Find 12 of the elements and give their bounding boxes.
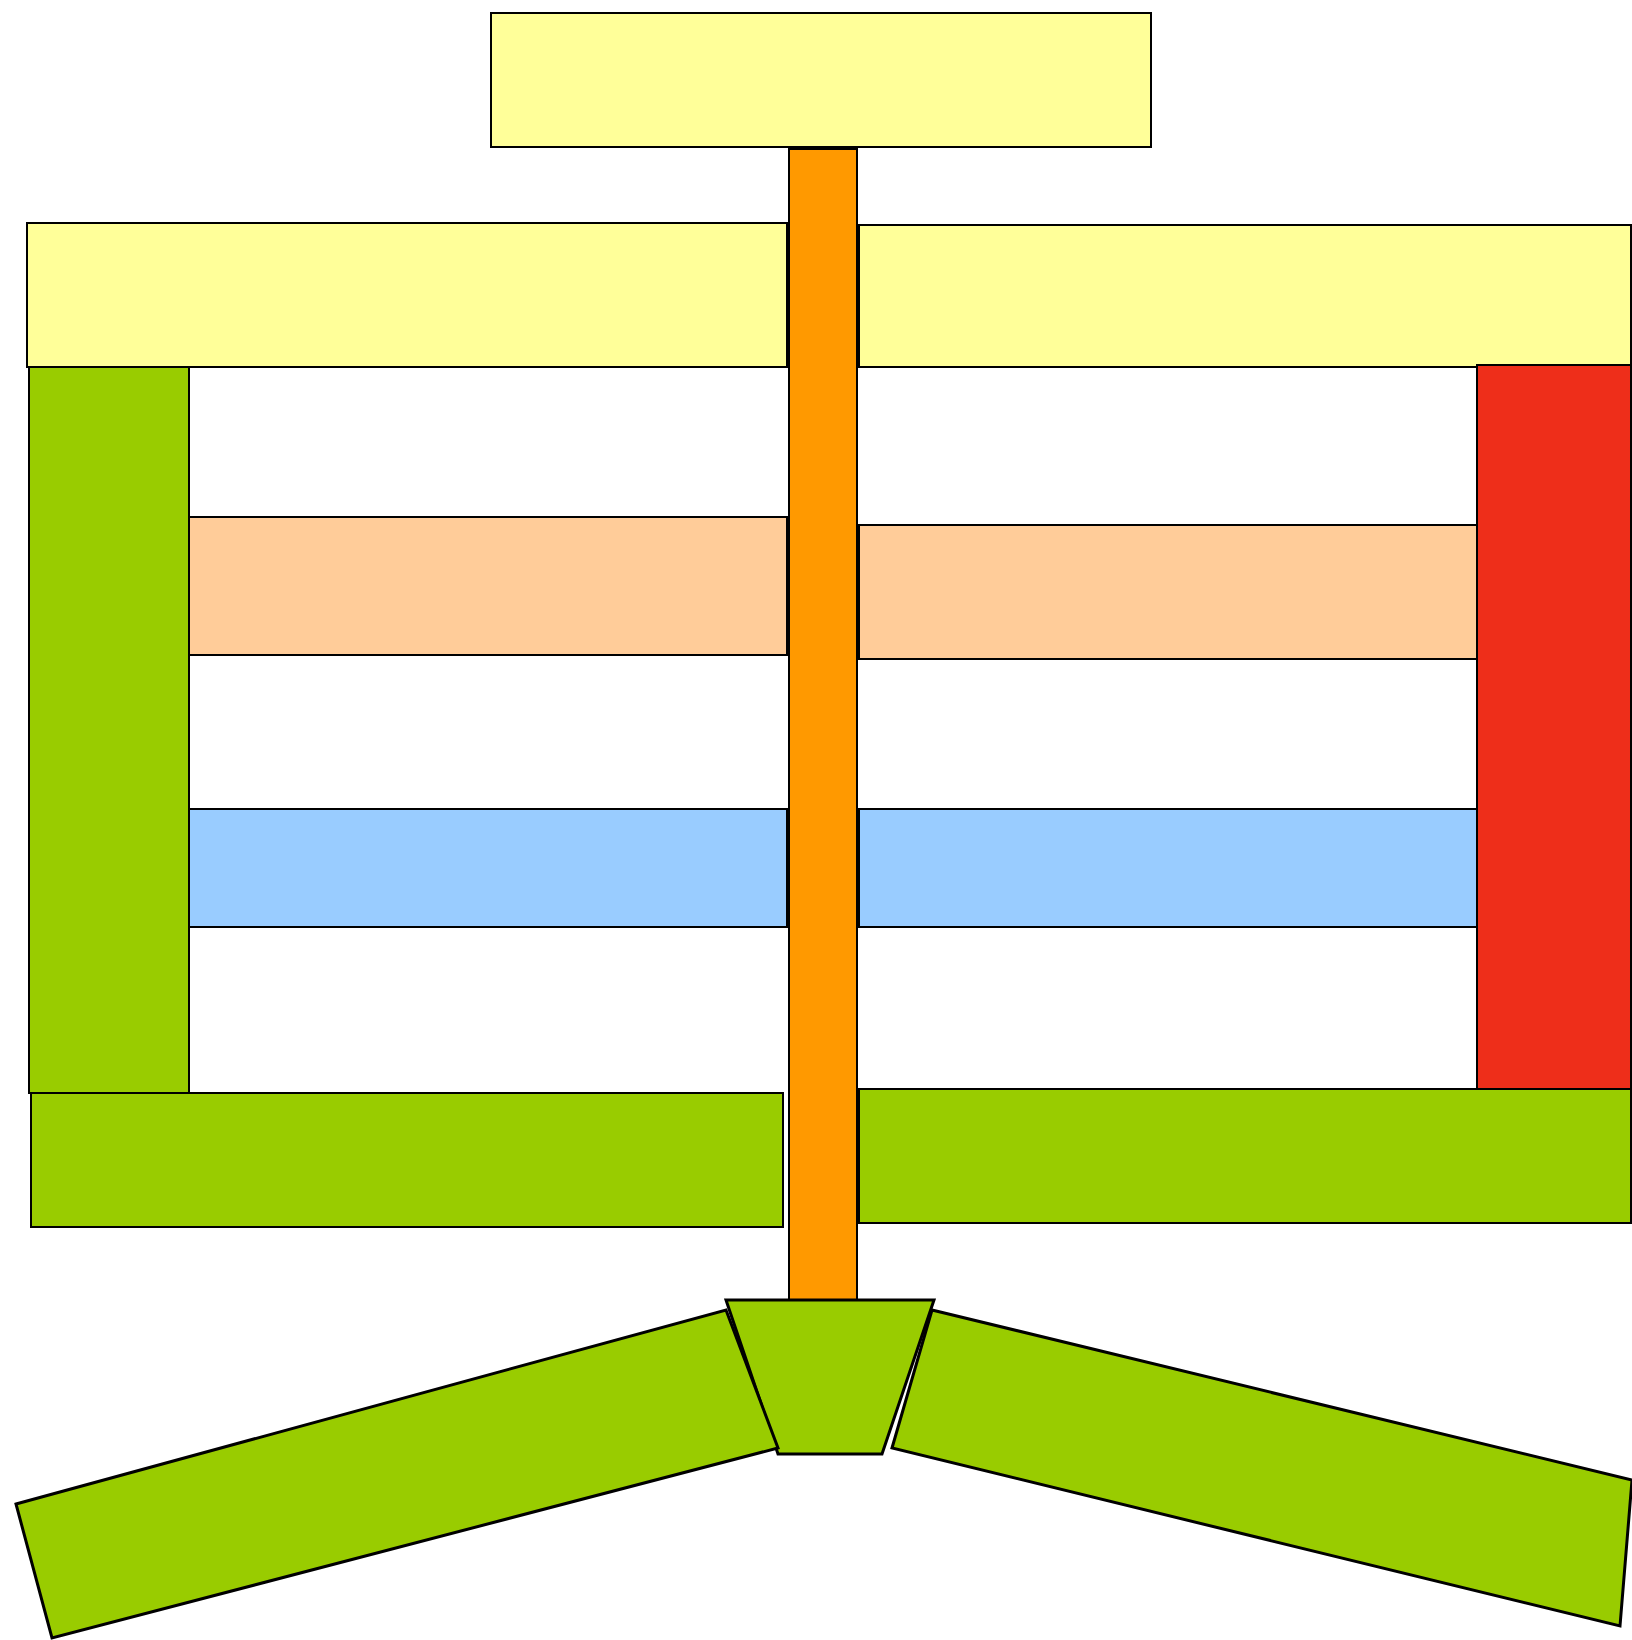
right-top-panel [858,224,1632,368]
left-side-panel [28,366,190,1094]
left-lower-band [188,808,788,928]
center-pole [788,148,858,1302]
right-middle-band [858,524,1478,660]
right-bottom-panel [858,1088,1632,1224]
top-panel [490,12,1152,148]
left-top-panel [26,222,788,368]
right-lower-band [858,808,1478,928]
left-middle-band [188,516,788,656]
right-side-panel [1476,364,1632,1090]
left-bottom-panel [30,1092,784,1228]
